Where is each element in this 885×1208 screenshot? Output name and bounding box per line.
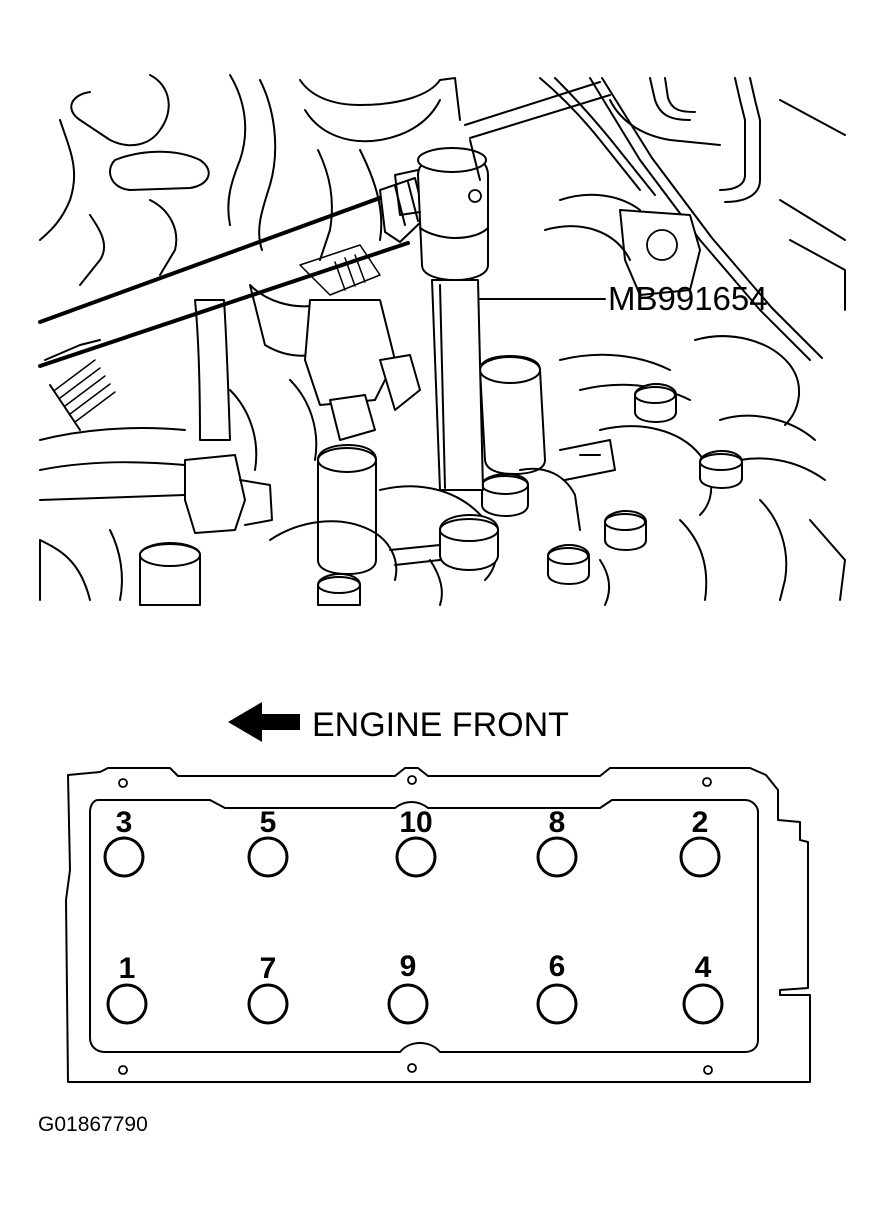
bolt-hole xyxy=(536,836,578,878)
bolt-row-bottom: 1 7 9 6 4 xyxy=(106,950,724,1025)
bolt-hole xyxy=(395,836,437,878)
bolt-hole xyxy=(682,983,724,1025)
bolt-number: 6 xyxy=(549,950,566,983)
bolt-number: 3 xyxy=(116,806,133,839)
engine-illustration: MB991654 xyxy=(38,74,846,606)
special-tool xyxy=(394,139,489,491)
bolt-number: 10 xyxy=(399,806,432,839)
bolt-hole xyxy=(106,983,148,1025)
bolt-number: 8 xyxy=(549,806,566,839)
bolt-hole xyxy=(679,836,721,878)
cylinder-head-outline xyxy=(65,767,811,1083)
bolt-hole xyxy=(247,836,289,878)
engine-front-label: ENGINE FRONT xyxy=(312,706,569,744)
bolt-number: 7 xyxy=(260,952,277,985)
bolt-number: 5 xyxy=(260,806,277,839)
bolt-hole xyxy=(536,983,578,1025)
arrow-left-icon xyxy=(228,702,300,742)
bolt-hole xyxy=(247,983,289,1025)
bolt-hole xyxy=(387,983,429,1025)
bolt-number: 9 xyxy=(400,950,417,983)
engine-background-parts xyxy=(39,74,846,606)
engine-front-indicator: ENGINE FRONT xyxy=(228,702,569,744)
bolt-hole xyxy=(103,836,145,878)
tool-label: MB991654 xyxy=(608,280,768,317)
bolt-number: 1 xyxy=(119,952,136,985)
figure-id: G01867790 xyxy=(38,1113,148,1136)
bolt-row-top: 3 5 10 8 2 xyxy=(103,806,721,878)
bolt-number: 4 xyxy=(695,951,712,984)
bolt-number: 2 xyxy=(692,806,709,839)
